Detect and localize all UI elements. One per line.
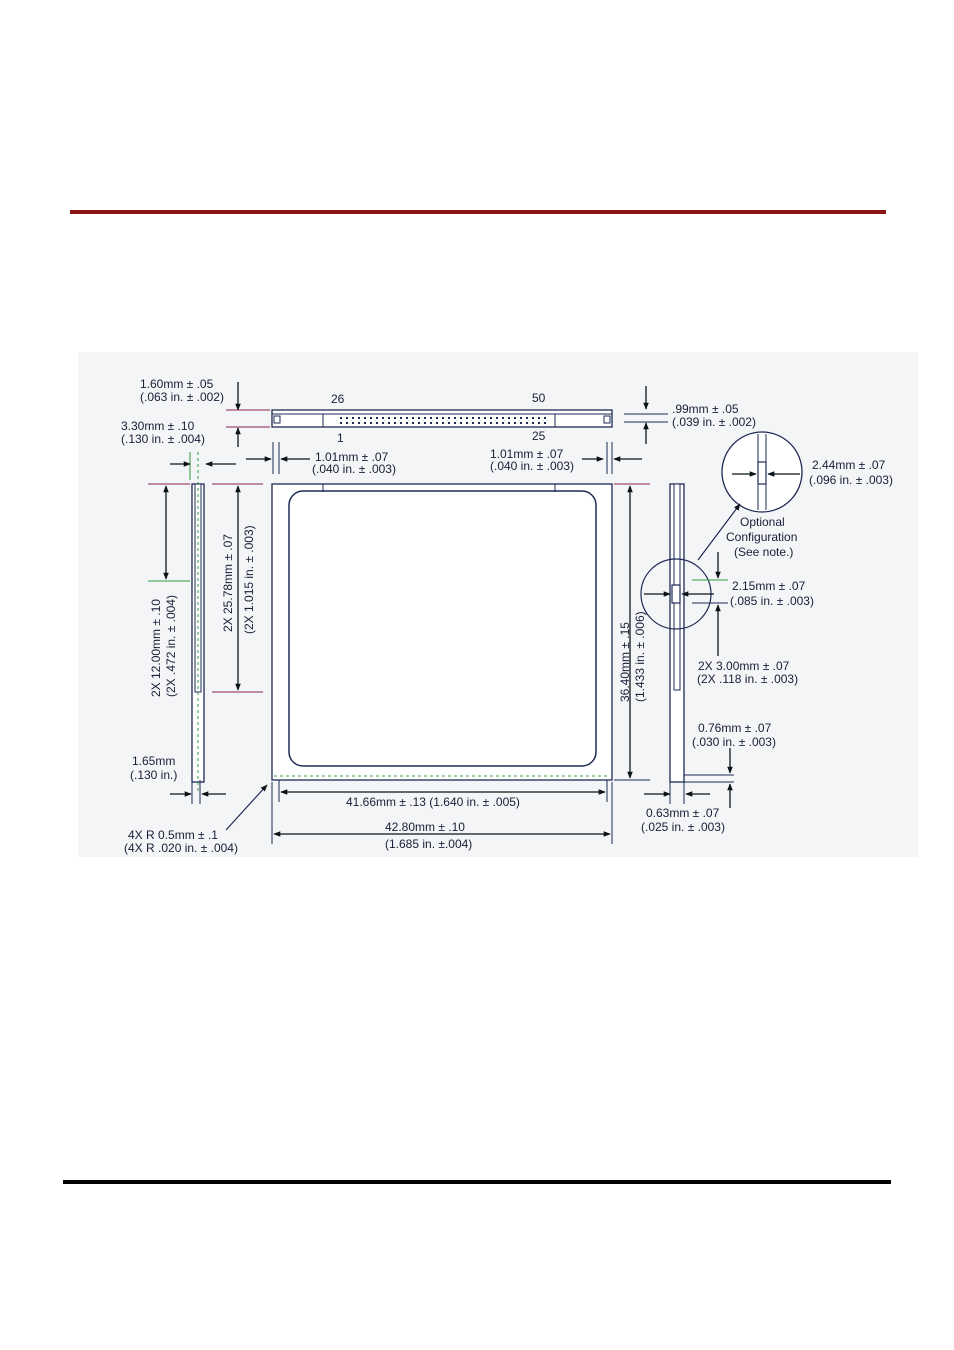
dim-width-4166-arrows: [278, 780, 608, 802]
dim-rail-063-mm: 0.63mm ± .07: [646, 806, 720, 820]
dim-side-right-in: (.040 in. ± .003): [490, 459, 574, 473]
dim-ledge-in: (.039 in. ± .002): [672, 415, 756, 429]
dim-width-4166: 41.66mm ± .13 (1.640 in. ± .005): [346, 795, 520, 809]
dim-thickness-in: (.063 in. ± .002): [140, 390, 224, 404]
dim-thickness-mm: 1.60mm ± .05: [140, 377, 214, 391]
connector-edge-view: [271, 409, 613, 428]
dim-width-4280-arrows: [271, 782, 613, 844]
dim-height-3640-mm: 36.40mm ± .15: [618, 622, 632, 702]
dim-slot-1200-arrows: [148, 483, 190, 582]
dim-side-left-in: (.040 in. ± .003): [312, 462, 396, 476]
dim-edge-330-in: (.130 in. ± .004): [121, 432, 205, 446]
dim-height-3640-arrows: [614, 483, 650, 781]
pin-26-label: 26: [331, 392, 345, 406]
dim-thickness-arrows: [226, 382, 270, 447]
dim-slot-2578-mm: 2X 25.78mm ± .07: [221, 534, 235, 632]
dim-key-300-mm: 2X 3.00mm ± .07: [698, 659, 790, 673]
left-side-view: [189, 452, 205, 792]
dim-rail-063-in: (.025 in. ± .003): [641, 820, 725, 834]
dim-edge-165-mm: 1.65mm: [132, 754, 175, 768]
dim-slot-2578-arrows: [212, 483, 263, 693]
drawing-canvas: 26 50 1 25 1.60mm ± .05 (.063 in. ± .002…: [121, 377, 893, 855]
dim-width-4280-in: (1.685 in. ±.004): [385, 837, 472, 851]
dim-slot-1200-in: (2X .472 in. ± .004): [164, 595, 178, 697]
optional-detail-view: [697, 431, 803, 561]
dim-side-right-arrows: [582, 442, 642, 474]
dim-key-215-in: (.085 in. ± .003): [730, 594, 814, 608]
optional-note-line1: Optional: [740, 515, 785, 529]
right-side-view: [640, 483, 712, 783]
dim-key-215-mm: 2.15mm ± .07: [732, 579, 806, 593]
dim-height-3640-in: (1.433 in. ± .006): [633, 611, 647, 702]
dim-rail-arrows: [644, 748, 734, 808]
dim-edge-165-in: (.130 in.): [130, 768, 177, 782]
header-rule: [70, 210, 886, 214]
dim-key-300-in: (2X .118 in. ± .003): [697, 672, 798, 686]
dim-slot-1200-mm: 2X 12.00mm ± .10: [149, 599, 163, 697]
dim-rail-076-in: (.030 in. ± .003): [692, 735, 776, 749]
dim-key-244-in: (.096 in. ± .003): [809, 473, 893, 487]
footer-rule: [63, 1180, 891, 1184]
dim-radius-in: (4X R .020 in. ± .004): [124, 841, 238, 855]
optional-note-line2: Configuration: [726, 530, 797, 544]
card-front-view: [271, 483, 613, 781]
dim-width-4280-mm: 42.80mm ± .10: [385, 820, 465, 834]
dim-radius-mm: 4X R 0.5mm ± .1: [128, 828, 218, 842]
dim-key-arrows: [644, 552, 728, 656]
pin-25-label: 25: [532, 429, 546, 443]
dim-key-244-mm: 2.44mm ± .07: [812, 458, 886, 472]
dim-edge-330-mm: 3.30mm ± .10: [121, 419, 195, 433]
optional-note-line3: (See note.): [734, 545, 793, 559]
pin-50-label: 50: [532, 391, 546, 405]
dim-side-right-mm: 1.01mm ± .07: [490, 447, 564, 461]
dim-side-left-mm: 1.01mm ± .07: [315, 450, 389, 464]
radius-leader: [225, 784, 268, 831]
dim-slot-2578-in: (2X 1.015 in. ± .003): [242, 525, 256, 634]
dim-rail-076-mm: 0.76mm ± .07: [698, 721, 772, 735]
dim-edge-165-arrows: [170, 780, 226, 804]
pin-1-label: 1: [337, 431, 344, 445]
dim-ledge-mm: .99mm ± .05: [672, 402, 739, 416]
cf-card-dimension-drawing: 26 50 1 25 1.60mm ± .05 (.063 in. ± .002…: [78, 352, 918, 857]
dim-side-left-arrows: [246, 442, 310, 474]
dim-ledge-arrows: [624, 386, 668, 444]
